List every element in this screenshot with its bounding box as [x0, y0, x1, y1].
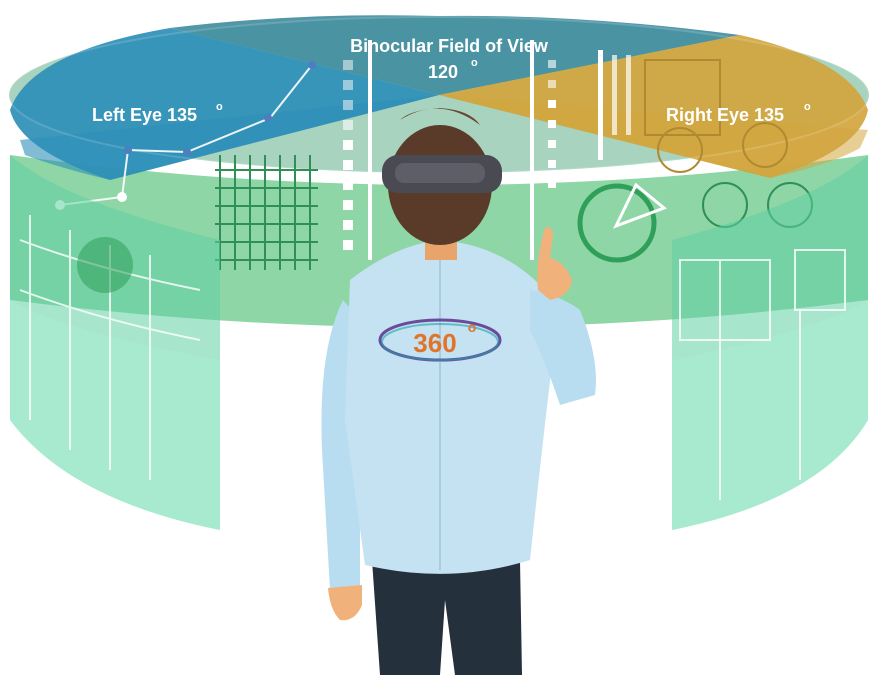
right-arm: [530, 290, 596, 405]
logo-degree: o: [468, 319, 477, 335]
screen-bars-right: [530, 40, 631, 260]
left-eye-label: Left Eye 135: [92, 105, 197, 125]
person: 360 o: [321, 108, 596, 675]
circle-icon: [577, 183, 657, 263]
binocular-zone: [170, 15, 740, 96]
cylinder-bottom-left: [10, 300, 220, 530]
screen-bars-left: [343, 40, 372, 260]
right-hand: [537, 227, 572, 300]
shirt-logo: 360 o: [378, 318, 502, 362]
left-eye-degree: o: [216, 101, 223, 113]
wall-window-grid-right: [679, 249, 846, 500]
right-eye-degree: o: [804, 101, 811, 113]
wall-circle: [77, 237, 133, 293]
binocular-degree: o: [471, 57, 478, 69]
logo-text: 360: [413, 328, 456, 358]
binocular-title: Binocular Field of View: [350, 36, 549, 56]
binocular-angle: 120: [428, 62, 458, 82]
right-eye-label: Right Eye 135: [666, 105, 784, 125]
shirt: [345, 240, 555, 574]
vr-headset-icon: [382, 155, 502, 193]
grid-icon: [215, 155, 318, 270]
triangle-icon: [613, 182, 667, 229]
trousers: [372, 560, 522, 675]
left-hand: [328, 585, 362, 621]
